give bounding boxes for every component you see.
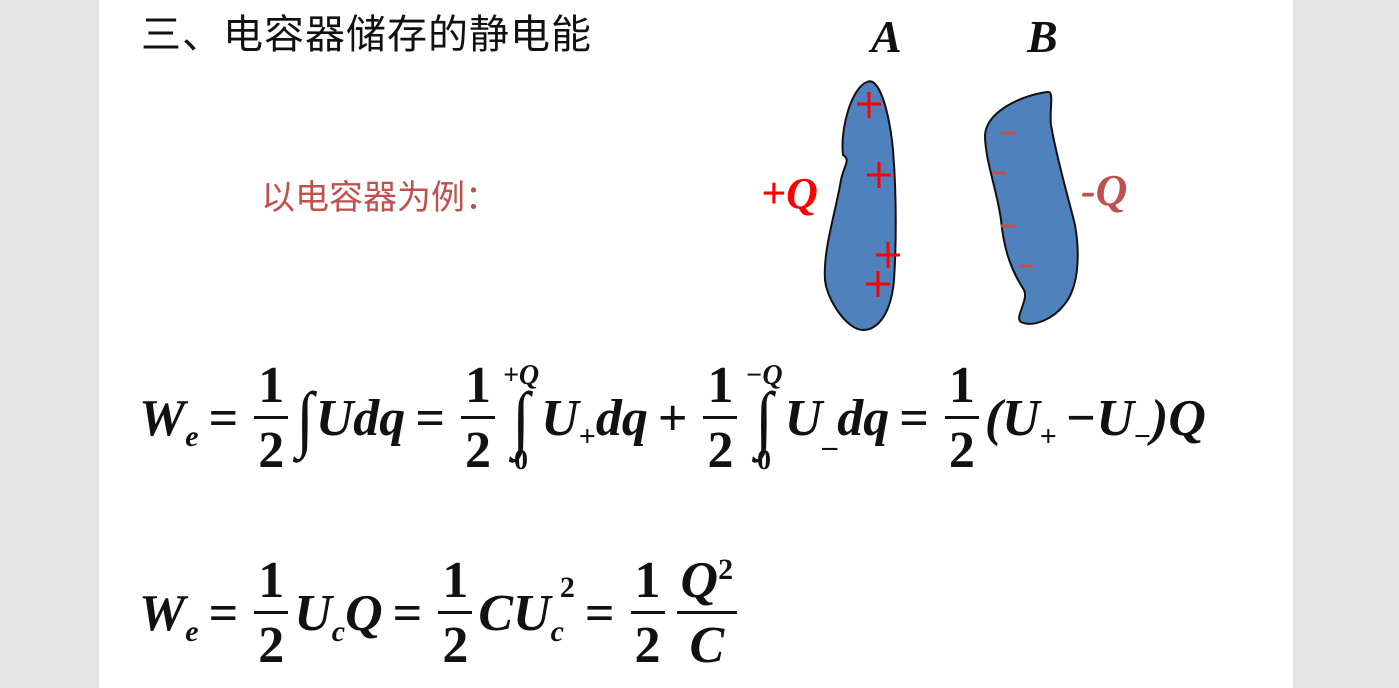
eq1-equals-2: =: [415, 390, 445, 447]
positive-charge-marks: [857, 92, 900, 297]
eq2-lhs: W: [139, 585, 186, 642]
integral-sign-plus-q: +Q∫0: [502, 359, 540, 477]
eq1-u-minus-sub: _: [822, 419, 838, 453]
eq1-dq: dq: [595, 390, 648, 447]
eq2-uc: U: [294, 585, 332, 642]
eq2-uc-sub: c: [331, 614, 346, 648]
conductor-b-shape: [983, 90, 1079, 325]
eq1-lhs-sub: e: [185, 419, 199, 453]
eq1-u-plus-sub: +: [578, 419, 596, 453]
eq2-equals-2: =: [392, 585, 423, 642]
example-label: 以电容器为例：: [261, 178, 499, 218]
eq2-equals: =: [208, 585, 239, 642]
integral-sign-minus-q: −Q∫0: [745, 359, 783, 477]
eq1-lhs: W: [139, 390, 186, 447]
eq2-lhs-sub: e: [185, 614, 199, 648]
eq1-result-close: )Q: [1151, 390, 1206, 447]
eq1-equals-3: =: [899, 390, 929, 447]
eq1-u-plus: U: [541, 390, 579, 447]
eq2-equals-3: =: [584, 585, 615, 642]
eq1-result-minus: −U: [1064, 390, 1134, 447]
eq1-result-sub-minus: −: [1133, 419, 1151, 453]
eq1-equals: =: [208, 390, 239, 447]
slide-title: 三、电容器储存的静电能: [141, 12, 592, 58]
eq1-u-minus: U: [784, 390, 823, 447]
eq1-dq-2: dq: [837, 390, 890, 447]
eq2-q: Q: [345, 585, 383, 642]
negative-charge-marks: [992, 131, 1033, 268]
charge-minus-q-label: -Q: [1081, 166, 1128, 215]
eq1-integrand: Udq: [315, 390, 406, 447]
integral-sign: ∫: [296, 377, 314, 459]
eq2-cuc-sub: c: [550, 614, 564, 648]
eq1-plus: +: [657, 390, 688, 447]
charge-plus-q-label: +Q: [761, 169, 818, 218]
eq1-result-sub-plus: +: [1039, 419, 1057, 453]
eq1-result-open: (U: [984, 390, 1040, 447]
conductor-a-shape: [823, 80, 897, 332]
eq2-cuc: CU: [478, 585, 551, 642]
conductor-a-label: A: [871, 11, 902, 62]
eq2-cuc-sup: 2: [559, 570, 575, 604]
capacitor-diagram: [823, 80, 1079, 332]
conductor-b-label: B: [1027, 11, 1058, 62]
